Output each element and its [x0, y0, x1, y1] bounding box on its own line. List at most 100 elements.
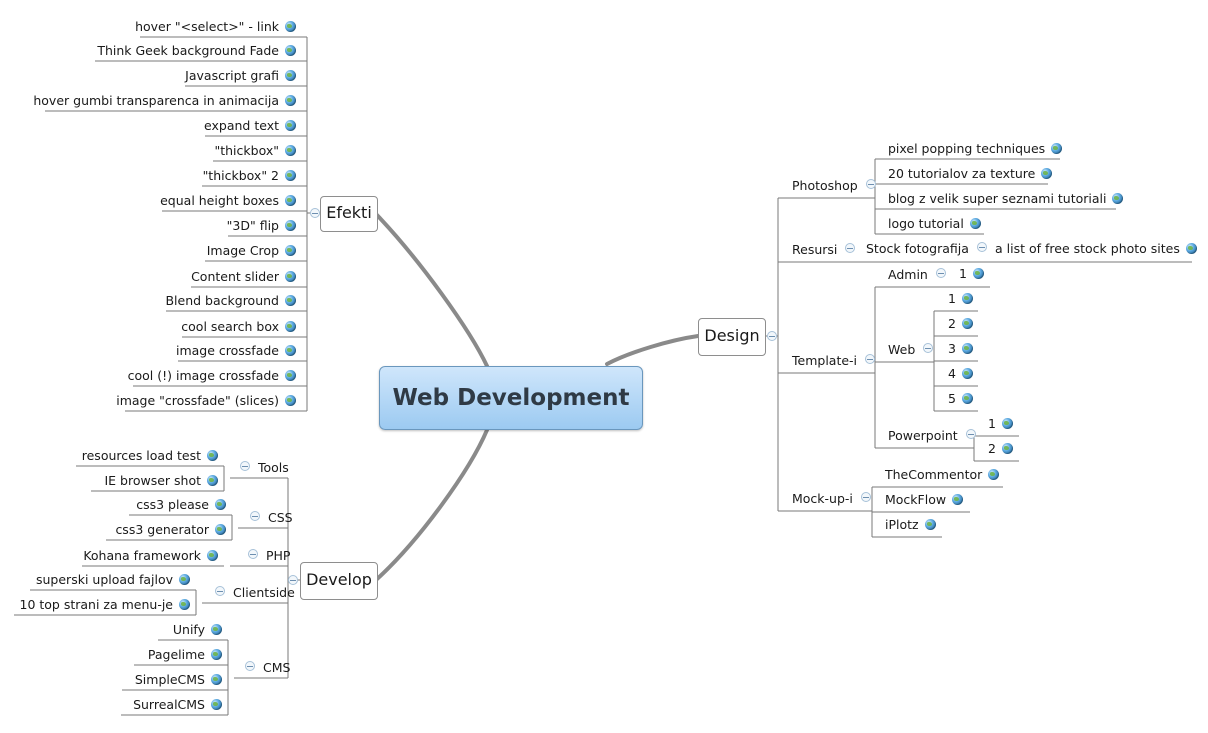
web-link-icon[interactable]: [1001, 418, 1013, 429]
efekti-item[interactable]: cool search box: [181, 319, 296, 335]
collapse-icon[interactable]: [923, 343, 934, 353]
collapse-icon[interactable]: [245, 661, 255, 671]
efekti-item[interactable]: "thickbox": [214, 143, 296, 159]
develop-item[interactable]: Kohana framework: [83, 548, 218, 564]
efekti-item[interactable]: equal height boxes: [160, 193, 296, 209]
web-link-icon[interactable]: [285, 170, 296, 181]
web-link-icon[interactable]: [1001, 443, 1013, 454]
web-item[interactable]: 3: [948, 341, 973, 357]
collapse-icon[interactable]: [965, 429, 976, 439]
web-link-icon[interactable]: [961, 368, 973, 379]
develop-group[interactable]: CSS: [250, 510, 293, 526]
collapse-icon[interactable]: [248, 549, 258, 559]
develop-item[interactable]: superski upload fajlov: [36, 572, 190, 588]
web-link-icon[interactable]: [285, 145, 296, 156]
web-link-icon[interactable]: [285, 120, 296, 131]
efekti-item[interactable]: Javascript grafi: [185, 68, 296, 84]
web-item[interactable]: 1: [948, 291, 973, 307]
web-link-icon[interactable]: [285, 321, 296, 332]
web-link-icon[interactable]: [207, 450, 218, 461]
template-web[interactable]: Web: [888, 342, 934, 358]
web-link-icon[interactable]: [285, 70, 296, 81]
web-link-icon[interactable]: [285, 295, 296, 306]
collapse-icon[interactable]: [310, 208, 320, 218]
mockup-item[interactable]: TheCommentor: [885, 467, 1000, 483]
design-mockups[interactable]: Mock-up-i: [792, 491, 871, 507]
develop-item[interactable]: css3 generator: [115, 522, 226, 538]
web-link-icon[interactable]: [207, 550, 218, 561]
collapse-icon[interactable]: [240, 461, 250, 471]
develop-item[interactable]: IE browser shot: [104, 473, 218, 489]
web-link-icon[interactable]: [1041, 168, 1053, 179]
web-link-icon[interactable]: [961, 318, 973, 329]
resursi-link[interactable]: a list of free stock photo sites: [995, 241, 1197, 257]
develop-group[interactable]: PHP: [248, 548, 290, 564]
web-link-icon[interactable]: [179, 574, 190, 585]
web-item[interactable]: 4: [948, 366, 973, 382]
web-item[interactable]: 2: [948, 316, 973, 332]
web-link-icon[interactable]: [285, 195, 296, 206]
web-link-icon[interactable]: [285, 395, 296, 406]
develop-item[interactable]: SurrealCMS: [133, 697, 222, 713]
collapse-icon[interactable]: [845, 243, 856, 253]
efekti-item[interactable]: image "crossfade" (slices): [116, 393, 296, 409]
efekti-item[interactable]: Blend background: [165, 293, 296, 309]
efekti-item[interactable]: Think Geek background Fade: [97, 43, 296, 59]
photoshop-item[interactable]: blog z velik super seznami tutoriali: [888, 191, 1124, 207]
develop-item[interactable]: css3 please: [136, 497, 226, 513]
develop-group[interactable]: Tools: [240, 460, 289, 476]
web-link-icon[interactable]: [285, 271, 296, 282]
efekti-item[interactable]: hover "<select>" - link: [135, 19, 296, 35]
develop-item[interactable]: 10 top strani za menu-je: [20, 597, 190, 613]
web-link-icon[interactable]: [215, 499, 226, 510]
develop-item[interactable]: SimpleCMS: [135, 672, 222, 688]
mockup-item[interactable]: iPlotz: [885, 517, 936, 533]
efekti-item[interactable]: Content slider: [191, 269, 296, 285]
web-link-icon[interactable]: [969, 218, 981, 229]
collapse-icon[interactable]: [976, 242, 987, 252]
topic-design[interactable]: Design: [698, 318, 766, 356]
web-link-icon[interactable]: [285, 95, 296, 106]
develop-item[interactable]: Pagelime: [148, 647, 222, 663]
web-link-icon[interactable]: [988, 469, 1000, 480]
collapse-icon[interactable]: [865, 354, 876, 364]
photoshop-item[interactable]: logo tutorial: [888, 216, 981, 232]
collapse-icon[interactable]: [250, 511, 260, 521]
web-link-icon[interactable]: [207, 475, 218, 486]
powerpoint-item[interactable]: 2: [988, 441, 1013, 457]
web-item[interactable]: 5: [948, 391, 973, 407]
efekti-item[interactable]: hover gumbi transparenca in animacija: [33, 93, 296, 109]
web-link-icon[interactable]: [211, 649, 222, 660]
collapse-icon[interactable]: [288, 575, 298, 585]
template-powerpoint[interactable]: Powerpoint: [888, 428, 976, 444]
collapse-icon[interactable]: [215, 586, 225, 596]
efekti-item[interactable]: cool (!) image crossfade: [128, 368, 296, 384]
web-link-icon[interactable]: [961, 293, 973, 304]
design-templates[interactable]: Template-i: [792, 353, 876, 369]
template-admin[interactable]: Admin: [888, 267, 946, 283]
photoshop-item[interactable]: 20 tutorialov za texture: [888, 166, 1053, 182]
collapse-icon[interactable]: [767, 331, 777, 341]
admin-item[interactable]: 1: [959, 266, 984, 282]
web-link-icon[interactable]: [1185, 243, 1197, 254]
efekti-item[interactable]: "3D" flip: [227, 218, 296, 234]
web-link-icon[interactable]: [952, 494, 964, 505]
topic-efekti[interactable]: Efekti: [320, 196, 378, 232]
mockup-item[interactable]: MockFlow: [885, 492, 964, 508]
web-link-icon[interactable]: [179, 599, 190, 610]
web-link-icon[interactable]: [285, 220, 296, 231]
efekti-item[interactable]: Image Crop: [207, 243, 296, 259]
collapse-icon[interactable]: [860, 492, 871, 502]
web-link-icon[interactable]: [924, 519, 936, 530]
web-link-icon[interactable]: [961, 393, 973, 404]
web-link-icon[interactable]: [211, 699, 222, 710]
design-photoshop[interactable]: Photoshop: [792, 178, 876, 194]
resursi-stock[interactable]: Stock fotografija: [866, 241, 987, 257]
web-link-icon[interactable]: [961, 343, 973, 354]
develop-item[interactable]: resources load test: [82, 448, 218, 464]
web-link-icon[interactable]: [285, 45, 296, 56]
efekti-item[interactable]: image crossfade: [176, 343, 296, 359]
web-link-icon[interactable]: [211, 624, 222, 635]
efekti-item[interactable]: "thickbox" 2: [203, 168, 296, 184]
web-link-icon[interactable]: [285, 345, 296, 356]
